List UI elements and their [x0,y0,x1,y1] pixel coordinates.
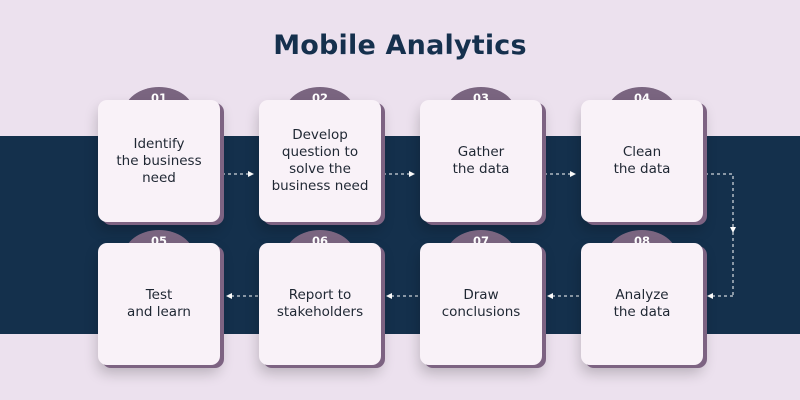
step-label: Identify the business need [116,135,202,186]
step-01: 01 Identify the business need [98,87,220,222]
step-card: Develop question to solve the business n… [259,100,381,222]
step-label: Draw conclusions [441,287,521,320]
step-label: Analyze the data [613,287,671,320]
arrow-04-08 [705,173,736,233]
step-02: 02 Develop question to solve the busines… [259,87,381,222]
step-card: Gather the data [420,100,542,222]
step-08: 08 Analyze the data [581,230,703,365]
step-label: Test and learn [127,287,191,320]
step-label: Gather the data [452,144,510,177]
step-label: Clean the data [613,144,671,177]
page-title: Mobile Analytics [273,30,527,61]
step-card: Test and learn [98,243,220,365]
step-card: Analyze the data [581,243,703,365]
step-card: Report to stakeholders [259,243,381,365]
step-label: Develop question to solve the business n… [271,127,369,194]
step-label: Report to stakeholders [276,287,364,320]
step-06: 06 Report to stakeholders [259,230,381,365]
step-03: 03 Gather the data [420,87,542,222]
step-07: 07 Draw conclusions [420,230,542,365]
step-card: Identify the business need [98,100,220,222]
step-card: Clean the data [581,100,703,222]
step-card: Draw conclusions [420,243,542,365]
step-05: 05 Test and learn [98,230,220,365]
step-04: 04 Clean the data [581,87,703,222]
